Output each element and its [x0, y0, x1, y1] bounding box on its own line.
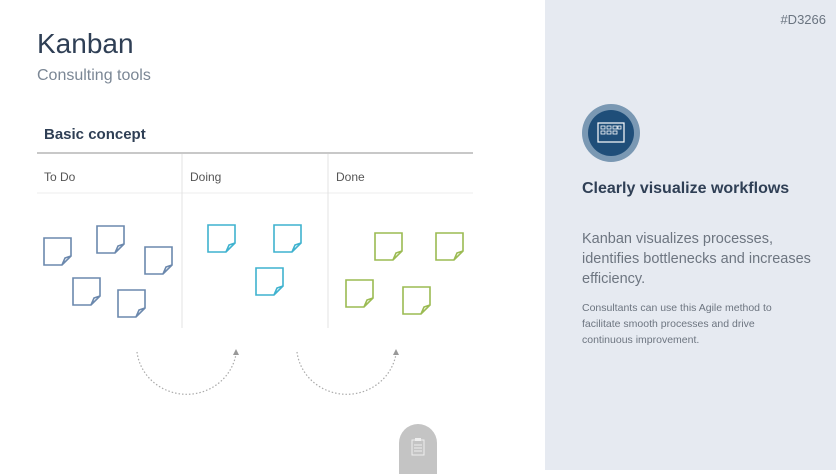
sticky-note-icon: [96, 225, 125, 254]
panel-body: Consultants can use this Agile method to…: [582, 302, 772, 346]
clipboard-icon: [411, 438, 425, 456]
flow-arrow-1: [136, 351, 237, 395]
sticky-note-icon: [72, 277, 101, 306]
column-header-todo: To Do: [44, 170, 76, 184]
sticky-note-icon: [402, 286, 431, 315]
section-title: Basic concept: [44, 126, 146, 143]
page-subtitle: Consulting tools: [37, 67, 151, 84]
panel-lead: Kanban visualizes processes, identifies …: [582, 231, 811, 287]
sticky-note-icon: [144, 246, 173, 275]
column-header-doing: Doing: [190, 170, 222, 184]
clipboard-button[interactable]: [399, 424, 437, 474]
arrow-head-1: [233, 349, 239, 355]
kanban-board: [37, 152, 473, 395]
page-title: Kanban: [37, 28, 134, 59]
sticky-note-icon: [43, 237, 72, 266]
arrow-head-2: [393, 349, 399, 355]
sticky-note-icon: [207, 224, 236, 253]
kanban-board-icon: [582, 104, 640, 162]
flow-arrow-2: [296, 351, 397, 395]
panel-heading: Clearly visualize workflows: [582, 180, 790, 197]
slide-code: #D3266: [780, 12, 826, 27]
sticky-note-icon: [273, 224, 302, 253]
sticky-note-icon: [255, 267, 284, 296]
info-panel: #D3266: [545, 0, 836, 470]
sticky-note-icon: [345, 279, 374, 308]
column-header-done: Done: [336, 170, 365, 184]
sticky-note-icon: [374, 232, 403, 261]
sticky-note-icon: [117, 289, 146, 318]
sticky-note-icon: [435, 232, 464, 261]
